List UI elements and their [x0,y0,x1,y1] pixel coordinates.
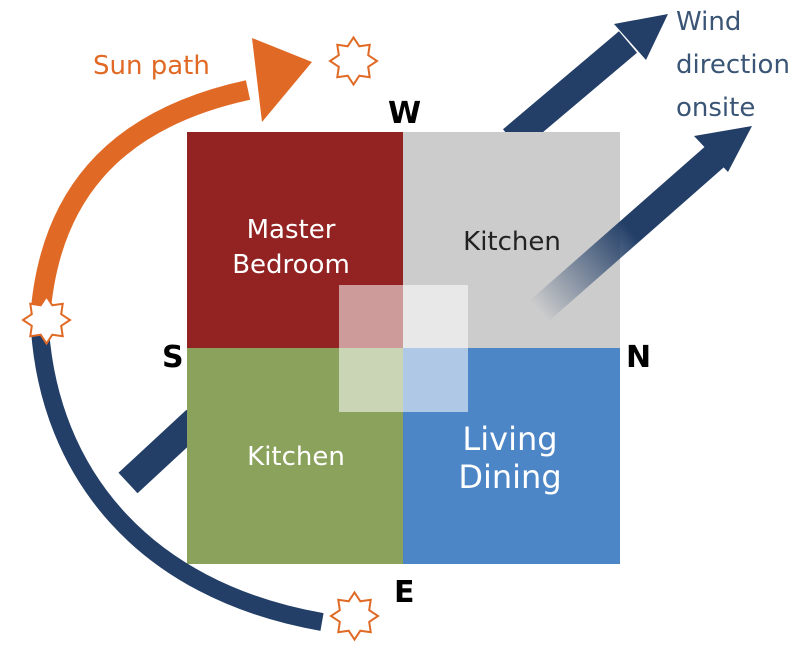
room-label-kitchen-top: Kitchen [463,227,561,257]
center-overlay [339,285,468,412]
compass-east: E [394,575,415,610]
room-label-dining: Dining [458,458,561,496]
room-label-master-line-2: Bedroom [232,250,350,280]
room-label-kitchen-bottom: Kitchen [247,442,345,472]
compass-south: S [162,340,184,375]
sun-path-arc-upper [30,80,251,321]
wind-arrow-head-upper [614,14,668,60]
sun-icon [21,294,72,346]
wind-arrow-shaft-upper [502,31,638,151]
sun-path-arrow-head [252,38,312,122]
wind-arrow-head-second [694,126,752,172]
wind-label-line-2: direction [676,50,790,80]
wind-label-line-1: Wind [676,7,741,37]
room-label-master-line-1: Master [247,215,336,245]
sun-icon [328,35,379,87]
sun-path-arc-lower [31,329,324,631]
sun-path-label: Sun path [93,51,210,81]
wind-label-line-3: onsite [676,93,755,123]
sun-icon [329,590,380,642]
compass-west: W [388,96,421,131]
wind-arrow-shaft-second [528,141,730,323]
compass-north: N [626,340,651,375]
room-label-living: Living [462,420,557,458]
wind-arrow-shaft-lower [118,409,206,494]
